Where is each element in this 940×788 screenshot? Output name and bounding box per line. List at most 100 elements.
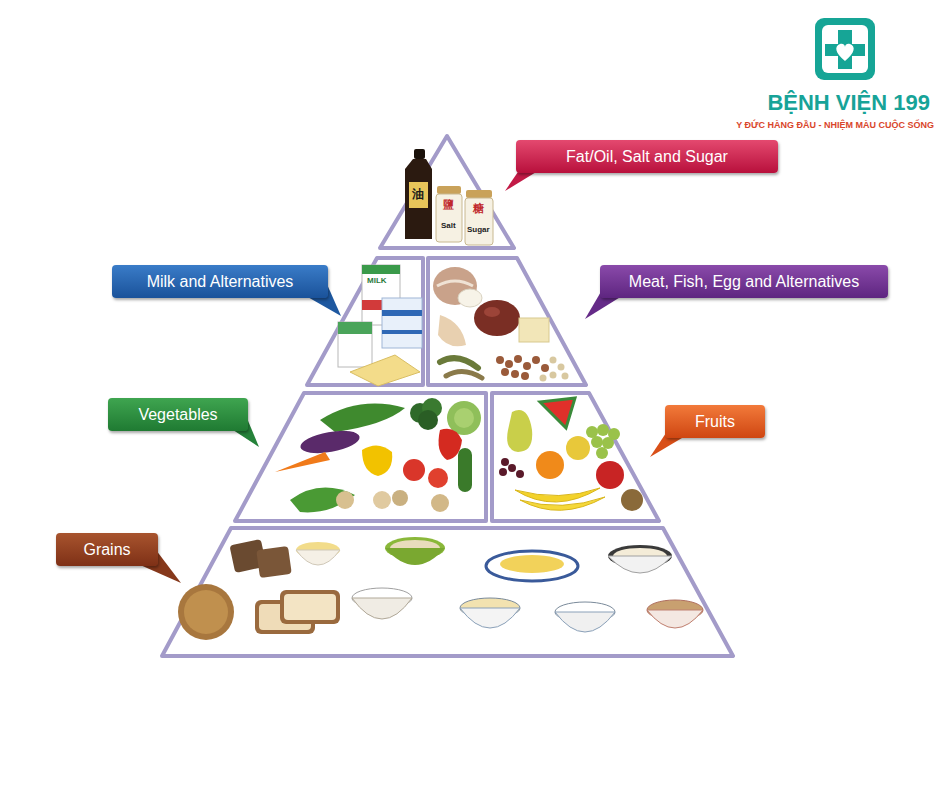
milk-products-shape (338, 322, 372, 367)
package-text: Salt (441, 222, 456, 231)
callout-box: Meat, Fish, Egg and Alternatives (600, 265, 888, 298)
meat-fish-egg-shape-shape (505, 360, 513, 368)
meat-fish-egg-shape-shape (540, 375, 547, 382)
grains-shape (280, 590, 340, 624)
vegetables-shape (320, 404, 405, 432)
grains-shape (500, 555, 564, 573)
grains-shape (352, 598, 412, 619)
milk-products-shape (362, 265, 400, 274)
vegetables-shape (336, 491, 354, 509)
pyramid-cells-shape (162, 528, 733, 656)
meat-fish-egg-shape (484, 307, 500, 317)
pyramid-cells-shape (492, 393, 659, 521)
vegetables-shape (403, 459, 425, 481)
meat-fish-egg-shape-shape (514, 355, 522, 363)
milk-products-shape (382, 298, 422, 348)
callout-box: Milk and Alternatives (112, 265, 328, 298)
vegetables-shape (418, 410, 438, 430)
grains-shape (460, 608, 520, 628)
callout-label: Fat/Oil, Salt and Sugar (566, 140, 728, 173)
oil-salt-sugar (405, 149, 493, 245)
grains-shape (256, 546, 292, 578)
grains-shape (284, 594, 336, 620)
fruits-shape (596, 461, 624, 489)
meat-fish-egg-shape-shape (511, 370, 519, 378)
callout-label: Fruits (695, 405, 735, 438)
logo-icon-shape (836, 44, 853, 61)
pyramid-cells-shape (235, 393, 486, 521)
meat-fish-egg-shape-shape (550, 357, 557, 364)
pyramid-cells-shape (380, 136, 514, 248)
meat-fish-egg-shape-shape (558, 364, 565, 371)
fruits-shape-shape (501, 458, 509, 466)
callout-label: Milk and Alternatives (147, 265, 294, 298)
package-text: 糖 (473, 203, 484, 215)
callout-box: Vegetables (108, 398, 248, 431)
oil-salt-sugar-shape (414, 149, 425, 159)
callout-label: Grains (83, 533, 130, 566)
meat-fish-egg-shape (519, 318, 549, 342)
fruits-shape (507, 410, 532, 452)
grains-shape (296, 550, 340, 565)
vegetables-shape (290, 488, 355, 513)
milk-products (338, 265, 422, 386)
meat-fish-egg-shape-shape (550, 372, 557, 379)
grains-shape (486, 551, 578, 581)
meat-fish-egg-shape (446, 371, 482, 378)
milk-products-shape (338, 322, 372, 334)
fruits-shape (621, 489, 643, 511)
fruits-shape (586, 424, 620, 459)
fruits-shape-shape (508, 464, 516, 472)
oil-salt-sugar-shape (437, 186, 461, 194)
fruits-shape-shape (591, 436, 603, 448)
grains-shape (385, 548, 445, 565)
fruits-shape-shape (516, 470, 524, 478)
vegetables-shape (454, 408, 474, 428)
oil-salt-sugar-shape (405, 159, 432, 239)
logo-icon-shape (815, 18, 875, 80)
grains-shape (555, 612, 615, 632)
fruits (499, 398, 643, 511)
meat-fish-egg-shape-shape (532, 356, 540, 364)
meat-fish-egg-shape (437, 281, 473, 286)
package-text: MILK (367, 277, 387, 286)
pyramid-cells (162, 136, 733, 656)
package-text: 油 (412, 188, 424, 201)
oil-salt-sugar-shape (465, 198, 493, 245)
logo-icon-shape (825, 30, 865, 69)
callout-tails (138, 166, 682, 583)
milk-products-shape (382, 310, 422, 316)
oil-salt-sugar-shape (466, 190, 492, 198)
grains-shape (608, 556, 672, 573)
milk-products-shape (350, 355, 420, 386)
meat-fish-egg (433, 267, 569, 382)
fruits-shape (520, 497, 605, 510)
fruits-shape (515, 488, 600, 502)
vegetables (275, 398, 481, 512)
pyramid-cells-shape (428, 258, 586, 385)
meat-fish-egg-shape (438, 315, 466, 346)
callout-box: Fruits (665, 405, 765, 438)
oil-salt-sugar-shape (409, 182, 428, 208)
fruits-shape-shape (602, 437, 614, 449)
callout-box: Grains (56, 533, 158, 566)
meat-fish-egg-shape-shape (496, 356, 504, 364)
vegetables-shape (458, 448, 472, 492)
logo-icon (815, 18, 875, 80)
fruits-shape (566, 436, 590, 460)
callout-label: Vegetables (138, 398, 217, 431)
fruits-shape (499, 458, 524, 478)
fruits-shape (536, 451, 564, 479)
grains-shape (184, 590, 228, 634)
meat-fish-egg-shape-shape (521, 372, 529, 380)
callout-box: Fat/Oil, Salt and Sugar (516, 140, 778, 173)
meat-fish-egg-shape (440, 358, 478, 368)
meat-fish-egg-shape (458, 289, 482, 307)
meat-fish-egg-shape (474, 300, 520, 336)
milk-products-shape (382, 330, 422, 334)
meat-fish-egg-shape (540, 357, 569, 382)
package-text: Sugar (467, 226, 490, 235)
oil-salt-sugar-shape (436, 194, 462, 242)
vegetables-shape (275, 452, 330, 472)
